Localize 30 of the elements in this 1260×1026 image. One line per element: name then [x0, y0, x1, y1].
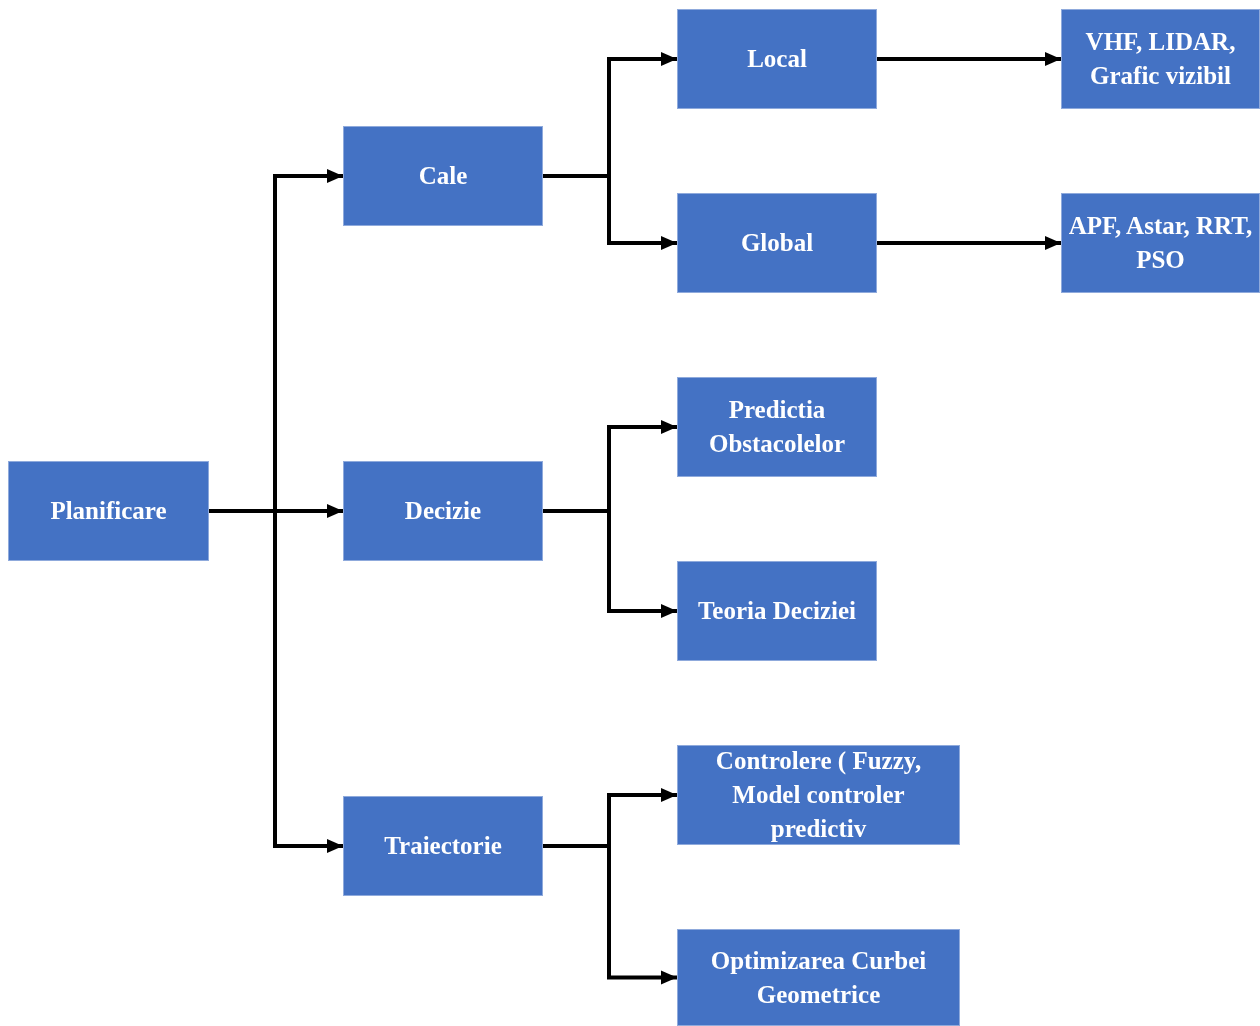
box-label: Cale — [418, 161, 468, 191]
box-label: VHF, LIDAR, Grafic vizibil — [1084, 27, 1237, 91]
box-label: Teoria Deciziei — [697, 596, 856, 626]
arrow — [543, 174, 677, 250]
process-box — [8, 461, 209, 561]
process-box — [677, 9, 877, 109]
arrow — [543, 844, 677, 985]
box-label: Traiectorie — [384, 831, 502, 861]
process-box — [677, 561, 877, 661]
process-box — [1061, 193, 1260, 293]
process-box — [343, 796, 543, 896]
box-label: APF, Astar, RRT, PSO — [1068, 211, 1253, 275]
process-box — [1061, 9, 1260, 109]
arrow — [877, 236, 1061, 250]
arrow — [877, 52, 1061, 66]
process-box — [343, 126, 543, 226]
process-box — [343, 461, 543, 561]
process-box — [677, 193, 877, 293]
process-box — [677, 377, 877, 477]
box-label: Optimizarea Curbei Geometrice — [709, 945, 928, 1010]
box-label: Predictia Obstacolelor — [707, 395, 847, 459]
box-label: Decizie — [404, 496, 482, 526]
arrow — [543, 509, 677, 618]
arrow — [209, 509, 343, 853]
box-label: Controlere ( Fuzzy, Model controler predictiv — [714, 746, 923, 844]
box-label: Global — [740, 228, 814, 258]
process-box — [677, 745, 960, 845]
process-box — [677, 929, 960, 1026]
box-label: Local — [747, 44, 807, 74]
box-label: Planificare — [50, 496, 167, 526]
